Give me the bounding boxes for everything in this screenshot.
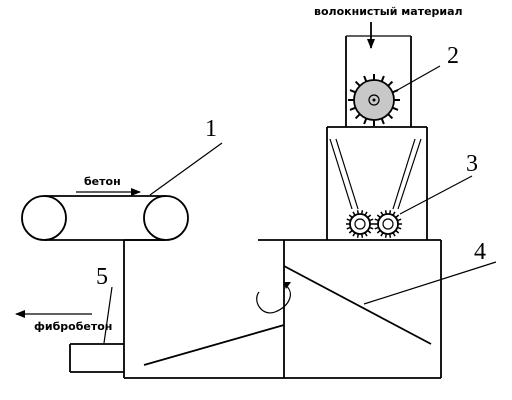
tooth: [369, 226, 374, 230]
tooth: [387, 113, 394, 120]
fiber-concrete-label: фибробетон: [34, 320, 113, 333]
tooth: [384, 233, 388, 238]
tooth: [384, 210, 388, 215]
tooth: [352, 232, 356, 237]
tooth: [363, 118, 368, 125]
tooth: [374, 226, 379, 230]
toothed-roller-left: [346, 210, 374, 238]
tooth: [392, 211, 396, 216]
tooth: [354, 80, 361, 87]
callout-2: 2: [447, 43, 459, 69]
tooth: [395, 229, 400, 234]
tooth: [349, 89, 356, 94]
tooth: [395, 214, 400, 219]
tooth: [380, 118, 385, 125]
belt-conveyor: [21, 195, 189, 241]
leader-2: [393, 65, 441, 93]
tooth: [356, 233, 360, 238]
tooth: [387, 80, 394, 87]
tooth: [367, 214, 372, 219]
tooth: [346, 226, 351, 230]
leader-1: [149, 142, 223, 196]
tooth: [348, 229, 353, 234]
rotation-arrow: [256, 282, 291, 314]
tooth: [380, 232, 384, 237]
tooth: [369, 218, 374, 222]
tooth: [380, 75, 385, 82]
callout-4: 4: [474, 239, 486, 265]
callout-1: 1: [205, 116, 217, 142]
tooth: [380, 211, 384, 216]
tooth: [367, 229, 372, 234]
tooth: [388, 233, 392, 238]
outlet-nozzle: [69, 343, 124, 373]
tooth: [376, 214, 381, 219]
tooth: [354, 113, 361, 120]
fiber-material-label: волокнистый материал: [314, 5, 463, 18]
toothed-roller-right: [374, 210, 402, 238]
callout-3: 3: [466, 151, 478, 177]
feed-hopper: [345, 35, 412, 127]
distributor-chamber: [326, 126, 428, 240]
leader-4: [363, 261, 497, 305]
leader-3: [399, 175, 473, 215]
mixing-chamber: [258, 239, 442, 378]
tooth: [397, 226, 402, 230]
tooth: [388, 210, 392, 215]
tooth: [360, 210, 364, 215]
lower-trough: [123, 239, 441, 379]
tooth: [346, 218, 351, 222]
tooth: [364, 232, 368, 237]
tooth: [363, 75, 368, 82]
tooth: [360, 233, 364, 238]
tooth: [376, 229, 381, 234]
tooth: [349, 106, 356, 111]
concrete-label: бетон: [84, 175, 121, 188]
tooth: [397, 218, 402, 222]
tooth: [348, 214, 353, 219]
tooth: [374, 218, 379, 222]
tooth: [352, 211, 356, 216]
leader-5: [103, 286, 113, 344]
tooth: [356, 210, 360, 215]
tooth: [392, 106, 399, 111]
tooth: [392, 232, 396, 237]
spiked-roller: [348, 74, 400, 126]
callout-5: 5: [96, 264, 108, 290]
tooth: [364, 211, 368, 216]
